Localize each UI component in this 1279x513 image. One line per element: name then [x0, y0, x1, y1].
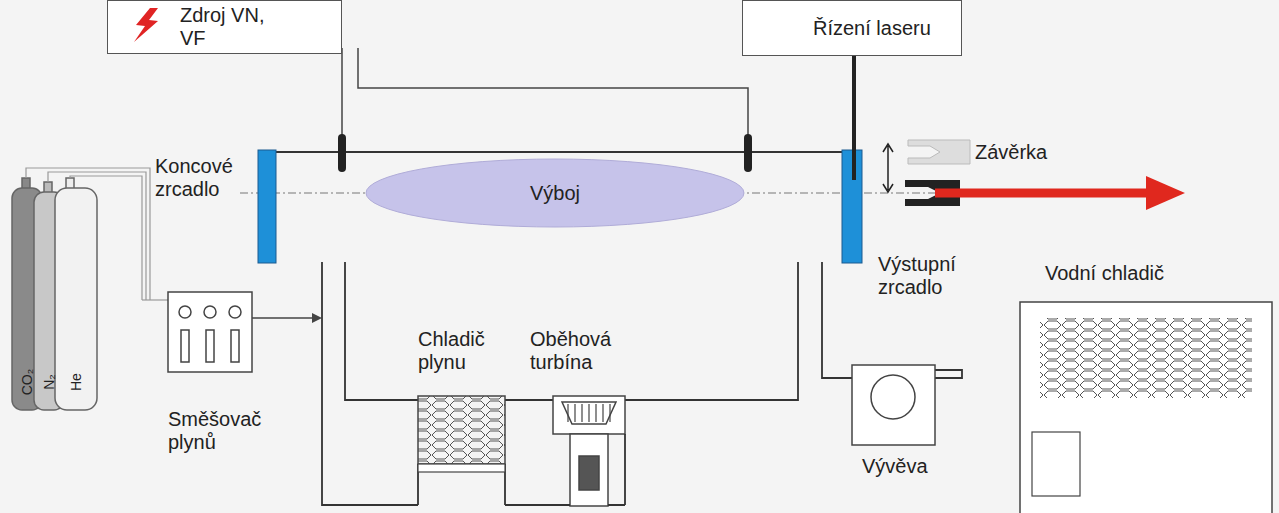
laser-control-box: Řízení laseru — [742, 0, 962, 56]
electrode — [338, 134, 346, 172]
gas-label: CO₂ — [19, 369, 35, 395]
gas-label: N₂ — [41, 374, 57, 390]
vacuum-pump — [852, 365, 935, 445]
mixer-label: Směšovač plynů — [168, 408, 268, 454]
circulation-turbine — [553, 396, 625, 506]
shutter-label: Závěrka — [975, 141, 1047, 164]
gas-cooler — [418, 396, 505, 505]
gas-label: He — [68, 373, 84, 391]
gas-lines — [26, 168, 168, 300]
chiller-label: Vodní chladič — [1045, 262, 1164, 285]
control-rod — [852, 56, 856, 180]
mirror-label: Výstupní zrcadlo — [878, 253, 988, 299]
water-chiller — [1020, 302, 1272, 513]
gas-cylinders — [12, 178, 97, 410]
turbine-label: Oběhová turbína — [530, 328, 630, 374]
mirror-label: Koncové zrcadlo — [155, 155, 255, 201]
gas-mixer — [168, 292, 322, 372]
node-text: Zdroj VN, VF — [180, 4, 270, 50]
end-mirror — [258, 150, 276, 263]
node-text: Výboj — [530, 182, 580, 205]
lightning-icon — [128, 5, 168, 45]
electrode — [744, 134, 752, 172]
power-supply-box: Zdroj VN, VF — [107, 0, 342, 54]
power-wires — [342, 48, 748, 138]
node-text: Řízení laseru — [813, 17, 931, 40]
discharge-ellipse: Výboj — [365, 158, 745, 228]
pump-label: Vývěva — [862, 455, 928, 478]
cooler-label: Chladič plynu — [418, 328, 508, 374]
laser-beam — [935, 176, 1185, 210]
